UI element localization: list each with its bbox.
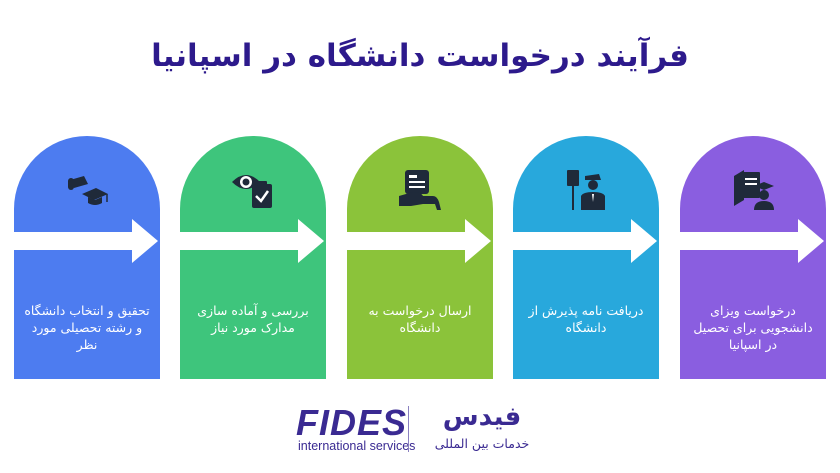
step-text: دریافت نامه پذیرش از دانشگاه <box>528 303 644 335</box>
step-card-visa: درخواست ویزای دانشجویی برای تحصیل در اسپ… <box>680 136 826 379</box>
step-card-submit: ارسال درخواست به دانشگاه <box>347 136 493 379</box>
logo-text: FIDES <box>296 402 408 443</box>
logo-fa-name: فیدس <box>442 402 522 432</box>
officer-letter-icon <box>567 170 605 210</box>
step-text: بررسی و آماده سازی مدارک مورد نیاز <box>197 303 309 335</box>
step-text: ارسال درخواست به دانشگاه <box>368 303 472 335</box>
visa-document-student-icon <box>734 170 774 210</box>
arrow-right-icon <box>180 219 324 263</box>
graduation-cap-scroll-icon <box>68 176 108 205</box>
step-card-admission: دریافت نامه پذیرش از دانشگاه <box>513 136 659 379</box>
page-title: فرآیند درخواست دانشگاه در اسپانیا <box>151 38 689 74</box>
arrow-right-icon <box>14 219 158 263</box>
step-card-documents: بررسی و آماده سازی مدارک مورد نیاز <box>180 136 326 379</box>
logo-fa-subtitle: خدمات بین المللی <box>434 436 530 451</box>
logo-subtitle: international services <box>298 439 416 453</box>
step-text: تحقیق و انتخاب دانشگاه و رشته تحصیلی مور… <box>24 303 150 352</box>
logo-divider <box>408 406 409 452</box>
arrow-right-icon <box>513 219 657 263</box>
step-card-research: تحقیق و انتخاب دانشگاه و رشته تحصیلی مور… <box>14 136 160 379</box>
eye-document-check-icon <box>232 175 272 208</box>
arrow-right-icon <box>347 219 491 263</box>
hand-card-submit-icon <box>399 170 441 210</box>
step-text: درخواست ویزای دانشجویی برای تحصیل در اسپ… <box>693 303 813 352</box>
arrow-right-icon <box>680 219 824 263</box>
brand-logo: FIDES international services فیدس خدمات … <box>296 402 546 457</box>
